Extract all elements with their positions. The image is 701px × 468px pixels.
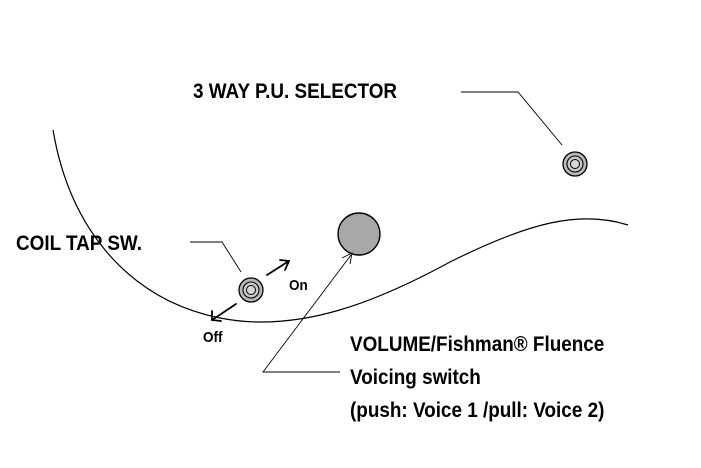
selector-label: 3 WAY P.U. SELECTOR (193, 80, 398, 103)
volume-label-line3: (push: Voice 1 /pull: Voice 2) (350, 399, 604, 422)
volume-label-line2: Voicing switch (350, 366, 481, 389)
coil-tap-leader-line (190, 241, 242, 273)
body-outline-curve (52, 129, 629, 323)
selector-leader-line (461, 91, 563, 146)
volume-knob-icon (337, 212, 381, 256)
volume-leader-arrowhead (341, 252, 353, 265)
volume-label-line1: VOLUME/Fishman® Fluence (350, 333, 604, 356)
volume-leader-line (262, 254, 352, 373)
on-arrow-icon (266, 259, 290, 276)
off-label: Off (203, 329, 223, 346)
on-label: On (289, 277, 308, 294)
coil-tap-label: COIL TAP SW. (16, 232, 142, 255)
coil-tap-switch-icon (238, 277, 264, 303)
selector-switch-icon (562, 151, 588, 177)
off-arrow-icon (211, 303, 237, 322)
